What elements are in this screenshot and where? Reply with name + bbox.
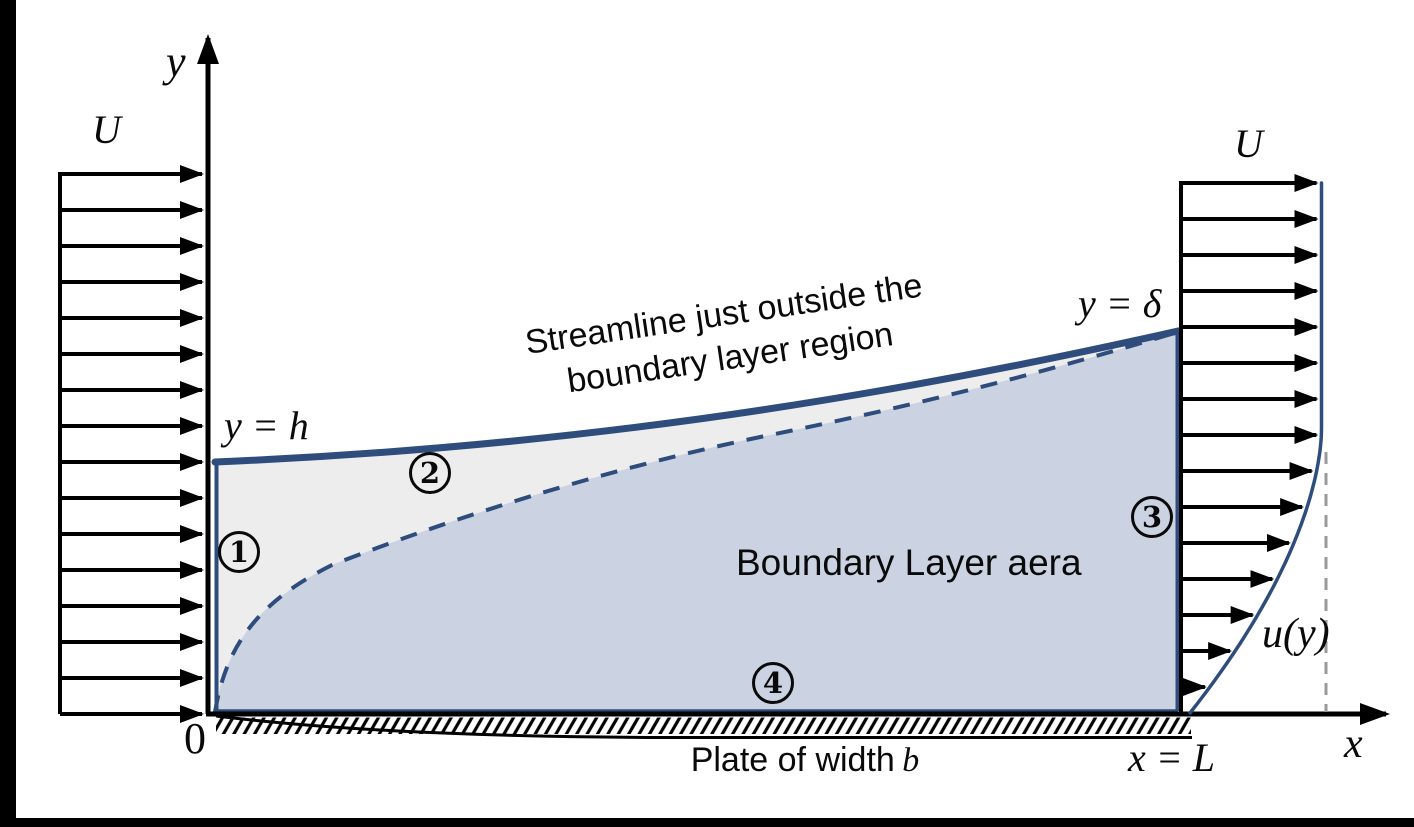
origin-label: 0 xyxy=(184,714,206,763)
window-left-edge-bar xyxy=(0,0,16,827)
plate-caption-text: Plate of width xyxy=(690,741,895,779)
plate-end-label: x = L xyxy=(1128,735,1215,780)
plate-hatching xyxy=(216,717,1191,734)
freestream-right-label: U xyxy=(1234,121,1263,166)
streamline-height-label: y = h xyxy=(224,403,309,448)
marker-3-number: 3 xyxy=(1141,500,1163,534)
streamline-curve xyxy=(211,327,1182,466)
freestream-left-label: U xyxy=(92,107,121,152)
marker-2-number: 2 xyxy=(419,456,441,490)
marker-1-number: 1 xyxy=(228,535,250,569)
marker-1-circle: 1 xyxy=(218,531,260,573)
velocity-profile-label: u(y) xyxy=(1262,611,1330,657)
marker-3-circle: 3 xyxy=(1131,496,1173,538)
bl-thickness-label: y = δ xyxy=(1078,281,1162,326)
x-axis-label: x xyxy=(1344,721,1363,767)
marker-2-circle: 2 xyxy=(409,452,451,494)
marker-4-circle: 4 xyxy=(752,662,794,704)
window-bottom-edge-bar xyxy=(0,818,1414,827)
plate-width-variable: b xyxy=(902,742,920,779)
marker-4-number: 4 xyxy=(762,666,784,700)
y-axis-label: y xyxy=(166,37,186,86)
outflow-velocity-arrows xyxy=(1181,174,1319,696)
boundary-layer-region xyxy=(215,332,1178,712)
velocity-profile-curve xyxy=(1188,181,1324,715)
plate-bottom-outline xyxy=(215,714,1192,739)
boundary-layer-region-label: Boundary Layer aera xyxy=(736,542,1082,583)
inflow-velocity-arrows xyxy=(60,165,204,723)
